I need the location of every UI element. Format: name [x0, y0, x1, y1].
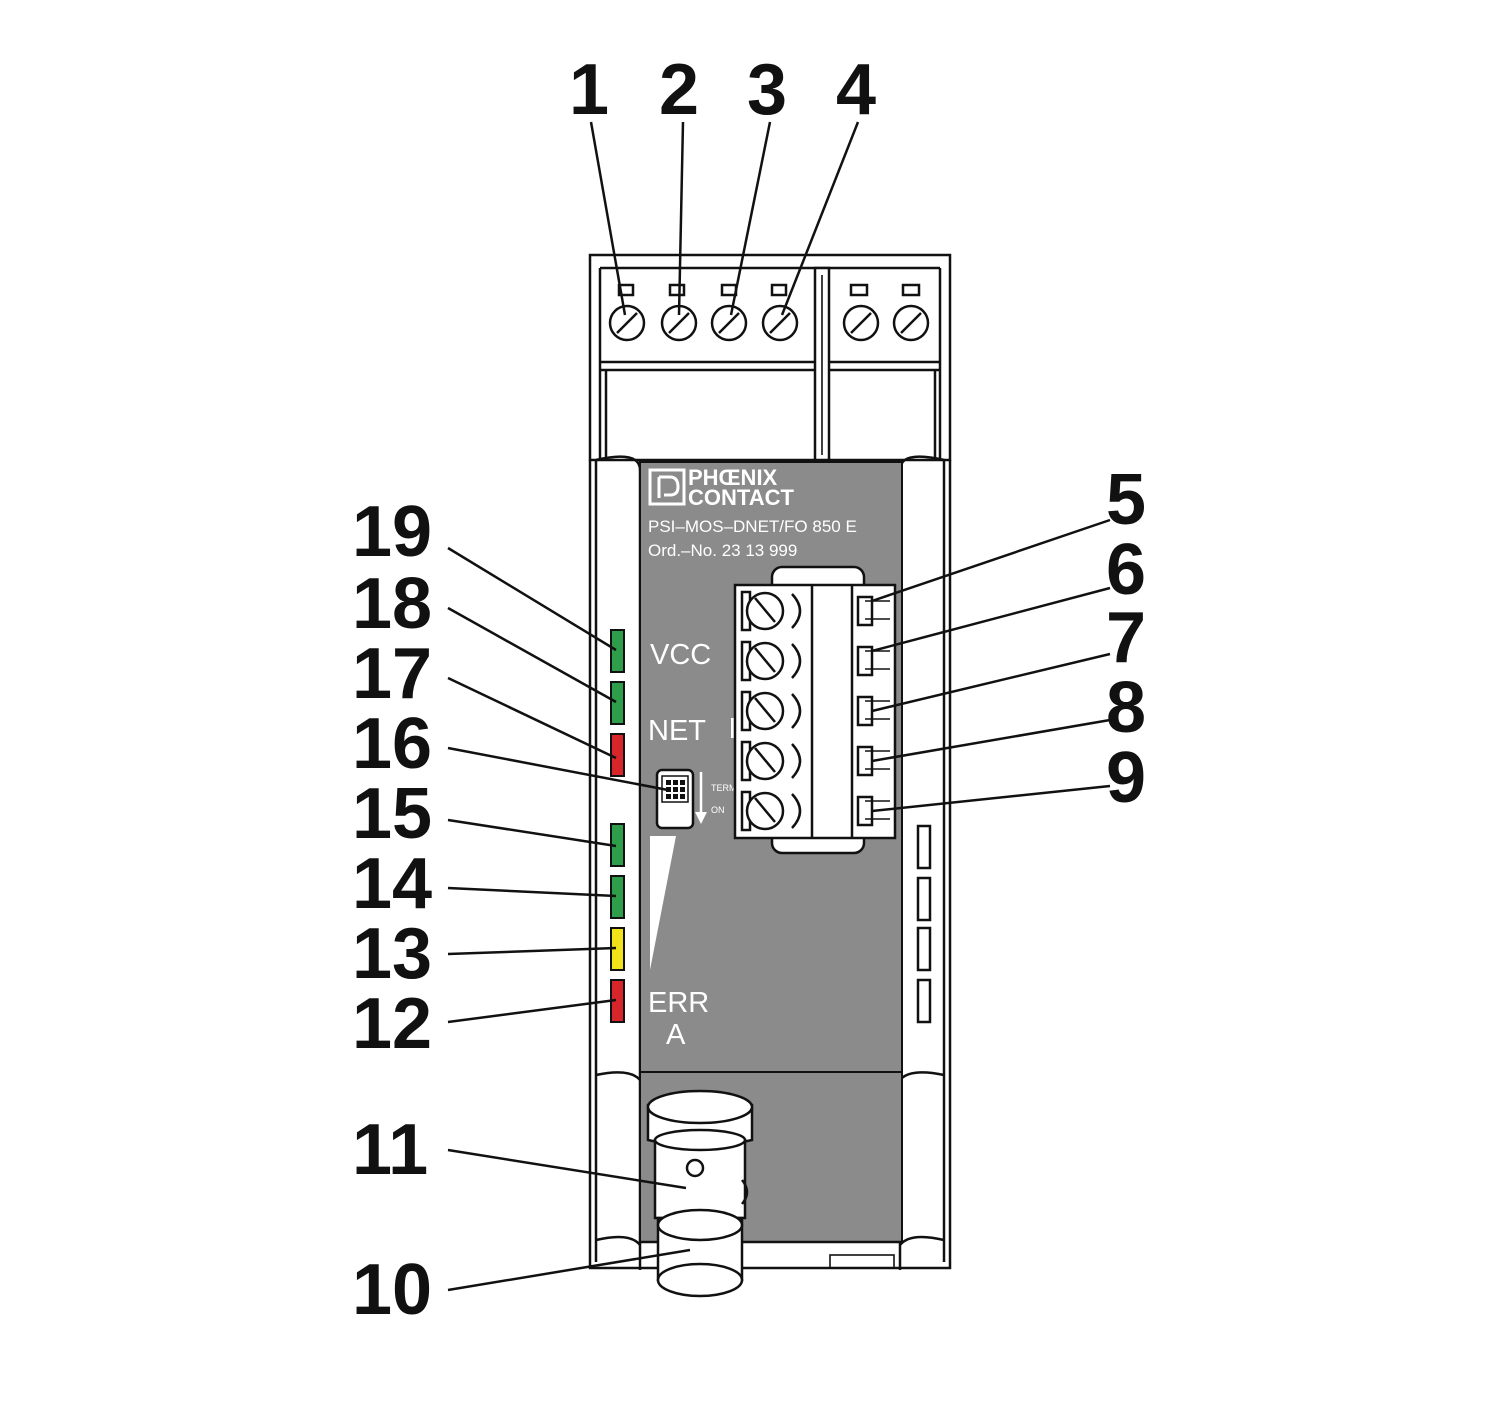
led-vcc [610, 629, 625, 673]
connector-screw [740, 590, 890, 632]
terminal-screw-3 [710, 283, 748, 342]
terminal-screw-6 [892, 283, 930, 342]
led-red-upper [610, 733, 625, 777]
callout-15: 15 [352, 774, 432, 854]
signal-level-wedge [650, 836, 676, 970]
order-number-text: Ord.–No. 23 13 999 [648, 541, 797, 560]
vent-slot [916, 978, 932, 1024]
top-housing [588, 253, 952, 462]
callout-4: 4 [836, 50, 876, 130]
err-label: ERR [648, 987, 709, 1019]
callout-10: 10 [352, 1250, 432, 1330]
terminal-screw-1 [608, 283, 646, 342]
logo-line-1: PHŒNIX [688, 465, 778, 490]
vcc-label: VCC [650, 639, 711, 671]
connector-screw [740, 690, 890, 732]
callout-17: 17 [352, 634, 432, 714]
callout-7: 7 [1106, 598, 1146, 678]
callout-18: 18 [352, 564, 432, 644]
callout-9: 9 [1106, 738, 1146, 818]
callout-3: 3 [747, 50, 787, 130]
callout-13: 13 [352, 914, 432, 994]
callout-16: 16 [352, 704, 432, 784]
callout-8: 8 [1106, 668, 1146, 748]
logo-mark-icon [648, 468, 686, 506]
callout-12: 12 [352, 984, 432, 1064]
status-leds [610, 629, 625, 1023]
fiber-optic-connector [646, 1089, 754, 1298]
bus-connector [733, 565, 897, 855]
callout-6: 6 [1106, 530, 1146, 610]
connector-screw [740, 640, 890, 682]
callout-11: 11 [352, 1110, 428, 1190]
top-terminals [608, 283, 930, 342]
leader-lines [447, 121, 1111, 1292]
terminal-screw-5 [842, 283, 880, 342]
led-net [610, 681, 625, 725]
term-label: TERM [711, 783, 737, 793]
vent-slot [916, 926, 932, 972]
connector-screw [740, 740, 890, 782]
logo-line-2: CONTACT [688, 485, 794, 510]
body-outline [588, 460, 952, 1270]
vent-slot [916, 876, 932, 922]
arrow-down-icon [695, 772, 707, 824]
a-label: A [666, 1019, 686, 1051]
on-label: ON [711, 805, 725, 815]
terminal-screw-4 [761, 283, 799, 342]
callout-14: 14 [352, 844, 432, 924]
vent-slot [916, 824, 932, 870]
callout-2: 2 [659, 50, 699, 130]
callout-1: 1 [569, 50, 609, 130]
termination-dip-switch[interactable] [655, 768, 695, 830]
callout-19: 19 [352, 492, 432, 572]
callout-numbers: 1 2 3 4 5 6 7 8 9 10 11 12 13 14 15 16 1… [352, 50, 1146, 1330]
net-label: NET [648, 715, 706, 747]
phoenix-logo: PHŒNIX CONTACT [648, 465, 794, 510]
callout-5: 5 [1106, 460, 1146, 540]
connector-screw [740, 790, 890, 832]
model-text: PSI–MOS–DNET/FO 850 E [648, 517, 857, 536]
